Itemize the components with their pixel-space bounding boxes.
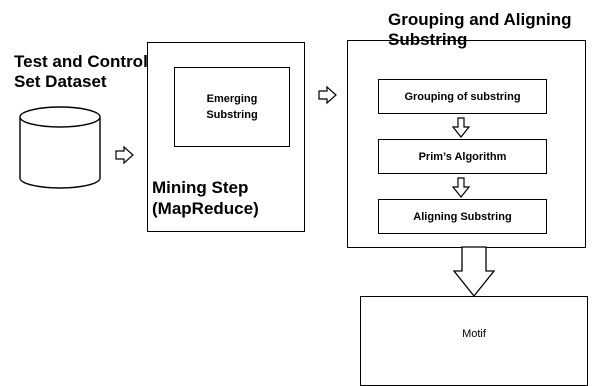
- grouping-aligning-title-line2: Substring: [388, 30, 468, 49]
- grouping-aligning-title: Grouping and Aligning Substring: [388, 10, 572, 50]
- grouping-aligning-title-line1: Grouping and Aligning: [388, 10, 572, 29]
- mining-step-label: Mining Step (MapReduce): [152, 177, 259, 219]
- arrow-down-icon: [451, 117, 471, 138]
- grouping-of-substring-box: Grouping of substring: [378, 79, 547, 114]
- arrow-down-large-icon: [452, 246, 496, 298]
- dataset-title-line1: Test and Control: [14, 52, 148, 71]
- arrow-down-icon: [451, 177, 471, 198]
- grouping-of-substring-label: Grouping of substring: [404, 90, 521, 103]
- database-cylinder-icon: [19, 106, 101, 189]
- aligning-substring-box: Aligning Substring: [378, 199, 547, 234]
- aligning-substring-label: Aligning Substring: [413, 210, 512, 223]
- emerging-substring-line2: Substring: [206, 109, 258, 121]
- dataset-title-line2: Set Dataset: [14, 72, 107, 91]
- dataset-title: Test and Control Set Dataset: [14, 52, 148, 92]
- arrow-right-icon: [318, 85, 337, 105]
- arrow-right-icon: [115, 145, 134, 165]
- prims-algorithm-box: Prim’s Algorithm: [378, 139, 547, 174]
- motif-label: Motif: [462, 328, 486, 340]
- prims-algorithm-label: Prim’s Algorithm: [418, 150, 507, 163]
- emerging-substring-box: Emerging Substring: [174, 67, 290, 147]
- emerging-substring-line1: Emerging: [206, 93, 258, 105]
- mining-step-label-line2: (MapReduce): [152, 199, 259, 218]
- motif-box: Motif: [360, 296, 588, 386]
- mining-step-label-line1: Mining Step: [152, 178, 249, 197]
